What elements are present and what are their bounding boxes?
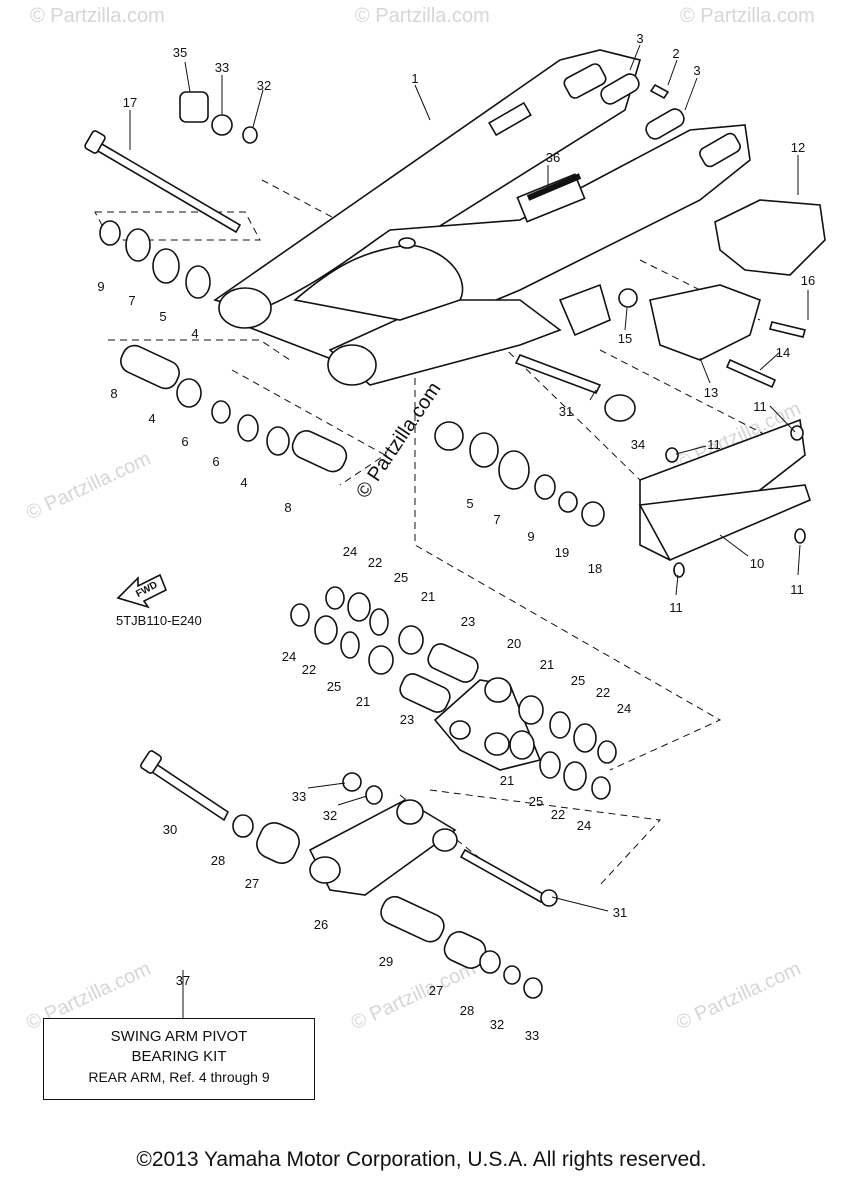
callout-22: 22 [596, 685, 610, 700]
callout-28: 28 [460, 1003, 474, 1018]
callout-16: 16 [801, 273, 815, 288]
callout-7: 7 [128, 293, 135, 308]
leader-lines [129, 44, 809, 1018]
callout-11: 11 [753, 399, 767, 414]
copyright-footer: ©2013 Yamaha Motor Corporation, U.S.A. A… [136, 1148, 707, 1171]
callout-11: 11 [669, 600, 683, 615]
callout-23: 23 [461, 614, 475, 629]
connecting-rod [140, 750, 558, 999]
callout-14: 14 [776, 345, 790, 360]
callout-18: 18 [588, 561, 602, 576]
callout-22: 22 [302, 662, 316, 677]
callout-21: 21 [500, 773, 514, 788]
right-bearing-stack [434, 288, 638, 527]
callout-24: 24 [282, 649, 296, 664]
pivot-shaft [84, 91, 258, 234]
callout-4: 4 [148, 411, 155, 426]
watermark: © Partzilla.com [30, 5, 165, 27]
callout-30: 30 [163, 822, 177, 837]
sticker-stripe [526, 173, 582, 201]
callout-29: 29 [379, 954, 393, 969]
kit-title-line1: SWING ARM PIVOT [110, 1028, 248, 1045]
callout-21: 21 [356, 694, 370, 709]
callout-9: 9 [97, 279, 104, 294]
callout-20: 20 [507, 636, 521, 651]
callout-12: 12 [791, 140, 805, 155]
callout-23: 23 [400, 712, 414, 727]
callout-7: 7 [493, 512, 500, 527]
callout-4: 4 [191, 326, 198, 341]
callout-6: 6 [212, 454, 219, 469]
left-bearing-stack [99, 220, 348, 473]
callout-32: 32 [257, 78, 271, 93]
kit-reference: REAR ARM, Ref. 4 through 9 [88, 1069, 270, 1085]
relay-arm [290, 586, 617, 800]
callout-24: 24 [617, 701, 631, 716]
callout-3: 3 [636, 31, 643, 46]
watermark: © Partzilla.com [680, 5, 815, 27]
callout-27: 27 [245, 876, 259, 891]
bearing-kit-box: SWING ARM PIVOT BEARING KIT REAR ARM, Re… [43, 1018, 315, 1100]
callout-labels: 1 2 3 3 4 4 4 5 5 6 6 7 7 8 8 9 9 10 11 … [97, 31, 815, 1043]
forward-arrow-icon: FWD [116, 573, 168, 609]
callout-13: 13 [704, 385, 718, 400]
callout-22: 22 [551, 807, 565, 822]
callout-25: 25 [571, 673, 585, 688]
watermark: © Partzilla.com [348, 958, 479, 1035]
callout-11: 11 [707, 437, 721, 452]
callout-25: 25 [394, 570, 408, 585]
watermark: © Partzilla.com [673, 958, 804, 1035]
callout-4: 4 [240, 475, 247, 490]
chain-guide-hardware [600, 73, 806, 578]
callout-24: 24 [577, 818, 591, 833]
callout-35: 35 [173, 45, 187, 60]
kit-title-line2: BEARING KIT [131, 1048, 227, 1065]
diagram-code: 5TJB110-E240 [116, 613, 202, 628]
callout-22: 22 [368, 555, 382, 570]
callout-5: 5 [466, 496, 473, 511]
callout-25: 25 [529, 794, 543, 809]
callout-33: 33 [292, 789, 306, 804]
callout-1: 1 [411, 71, 418, 86]
callout-28: 28 [211, 853, 225, 868]
callout-26: 26 [314, 917, 328, 932]
callout-37: 37 [176, 973, 190, 988]
callout-21: 21 [421, 589, 435, 604]
watermark: © Partzilla.com [355, 5, 490, 27]
callout-9: 9 [527, 529, 534, 544]
callout-32: 32 [323, 808, 337, 823]
callout-17: 17 [123, 95, 137, 110]
callout-8: 8 [110, 386, 117, 401]
callout-27: 27 [429, 983, 443, 998]
callout-5: 5 [159, 309, 166, 324]
callout-15: 15 [618, 331, 632, 346]
callout-31: 31 [559, 404, 573, 419]
callout-21: 21 [540, 657, 554, 672]
watermark: © Partzilla.com [23, 448, 154, 525]
chain-guide [638, 199, 826, 562]
callout-34: 34 [631, 437, 645, 452]
callout-31: 31 [613, 905, 627, 920]
rear-arm-label-sticker [516, 173, 586, 223]
callout-33: 33 [525, 1028, 539, 1043]
callout-3: 3 [693, 63, 700, 78]
callout-33: 33 [215, 60, 229, 75]
callout-32: 32 [490, 1017, 504, 1032]
swing-arm [213, 49, 751, 386]
callout-19: 19 [555, 545, 569, 560]
callout-10: 10 [750, 556, 764, 571]
callout-24: 24 [343, 544, 357, 559]
callout-2: 2 [672, 46, 679, 61]
callout-11: 11 [790, 582, 804, 597]
callout-6: 6 [181, 434, 188, 449]
callout-36: 36 [546, 150, 560, 165]
callout-25: 25 [327, 679, 341, 694]
callout-8: 8 [284, 500, 291, 515]
